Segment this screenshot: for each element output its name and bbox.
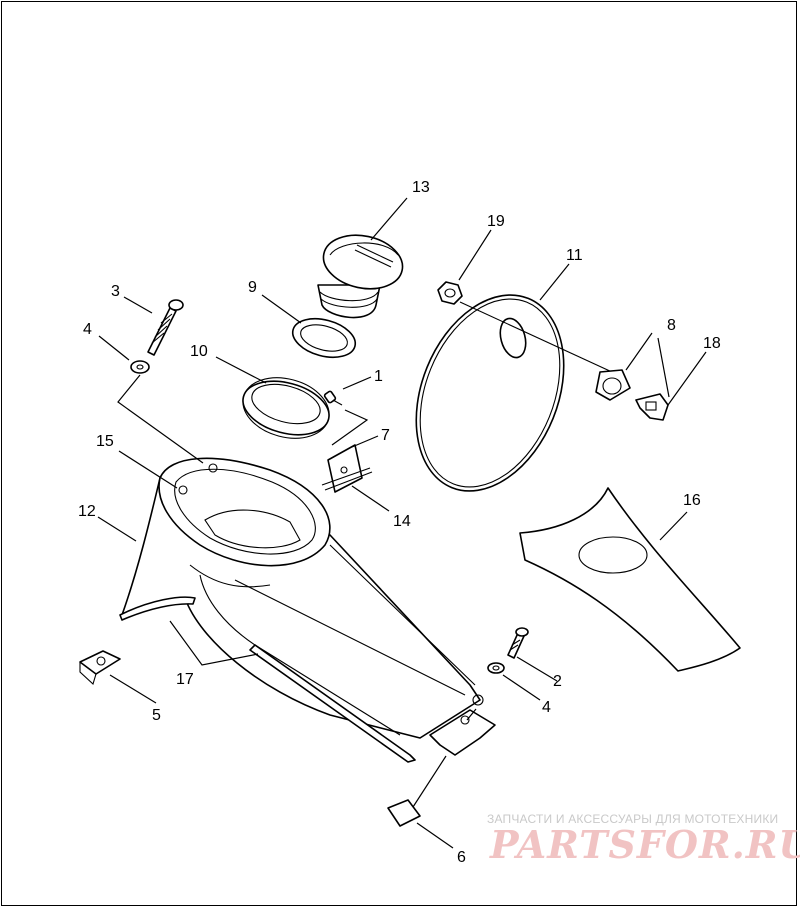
washer-left <box>130 360 150 374</box>
callout-5: 5 <box>152 707 161 724</box>
callout-15: 15 <box>96 433 114 450</box>
washer-right <box>487 662 505 674</box>
callout-10: 10 <box>190 343 208 360</box>
callout-13: 13 <box>412 179 430 196</box>
gasket-ring <box>291 317 357 359</box>
console-body <box>121 457 496 756</box>
callout-17: 17 <box>176 671 194 688</box>
callout-1: 1 <box>374 368 383 385</box>
callout-9: 9 <box>248 279 257 296</box>
callout-4-right: 4 <box>542 699 551 716</box>
callout-16: 16 <box>683 492 701 509</box>
leader-lines <box>97 197 707 849</box>
disc-cover <box>415 294 613 492</box>
end-clip <box>387 799 421 827</box>
callout-labels: 13 19 11 9 3 8 4 18 10 1 7 15 16 12 14 2… <box>78 179 721 866</box>
screw-right <box>507 627 529 659</box>
callout-11: 11 <box>566 247 583 264</box>
trim-strip <box>119 596 416 763</box>
mounting-bracket <box>321 444 373 493</box>
tank-pad <box>519 487 741 672</box>
callout-6: 6 <box>457 849 466 866</box>
ignition-key <box>635 393 669 421</box>
watermark-logo: PARTSFOR.RU <box>490 822 800 867</box>
callout-14: 14 <box>393 513 411 530</box>
callout-8: 8 <box>667 317 676 334</box>
filler-seal <box>242 377 330 439</box>
watermark-caption: ЗАПЧАСТИ И АКСЕССУАРЫ ДЛЯ МОТОТЕХНИКИ <box>487 812 779 826</box>
callout-3: 3 <box>111 283 120 300</box>
fuel-cap <box>317 234 404 319</box>
hex-nut <box>437 281 463 305</box>
callout-2: 2 <box>553 673 562 690</box>
callout-4-left: 4 <box>83 321 92 338</box>
callout-19: 19 <box>487 213 505 230</box>
long-screw <box>147 299 184 356</box>
screw-small <box>323 390 343 406</box>
spring-clip <box>79 650 121 686</box>
callout-7: 7 <box>381 427 390 444</box>
callout-18: 18 <box>703 335 721 352</box>
lock-cylinder <box>595 369 631 401</box>
callout-12: 12 <box>78 503 96 520</box>
